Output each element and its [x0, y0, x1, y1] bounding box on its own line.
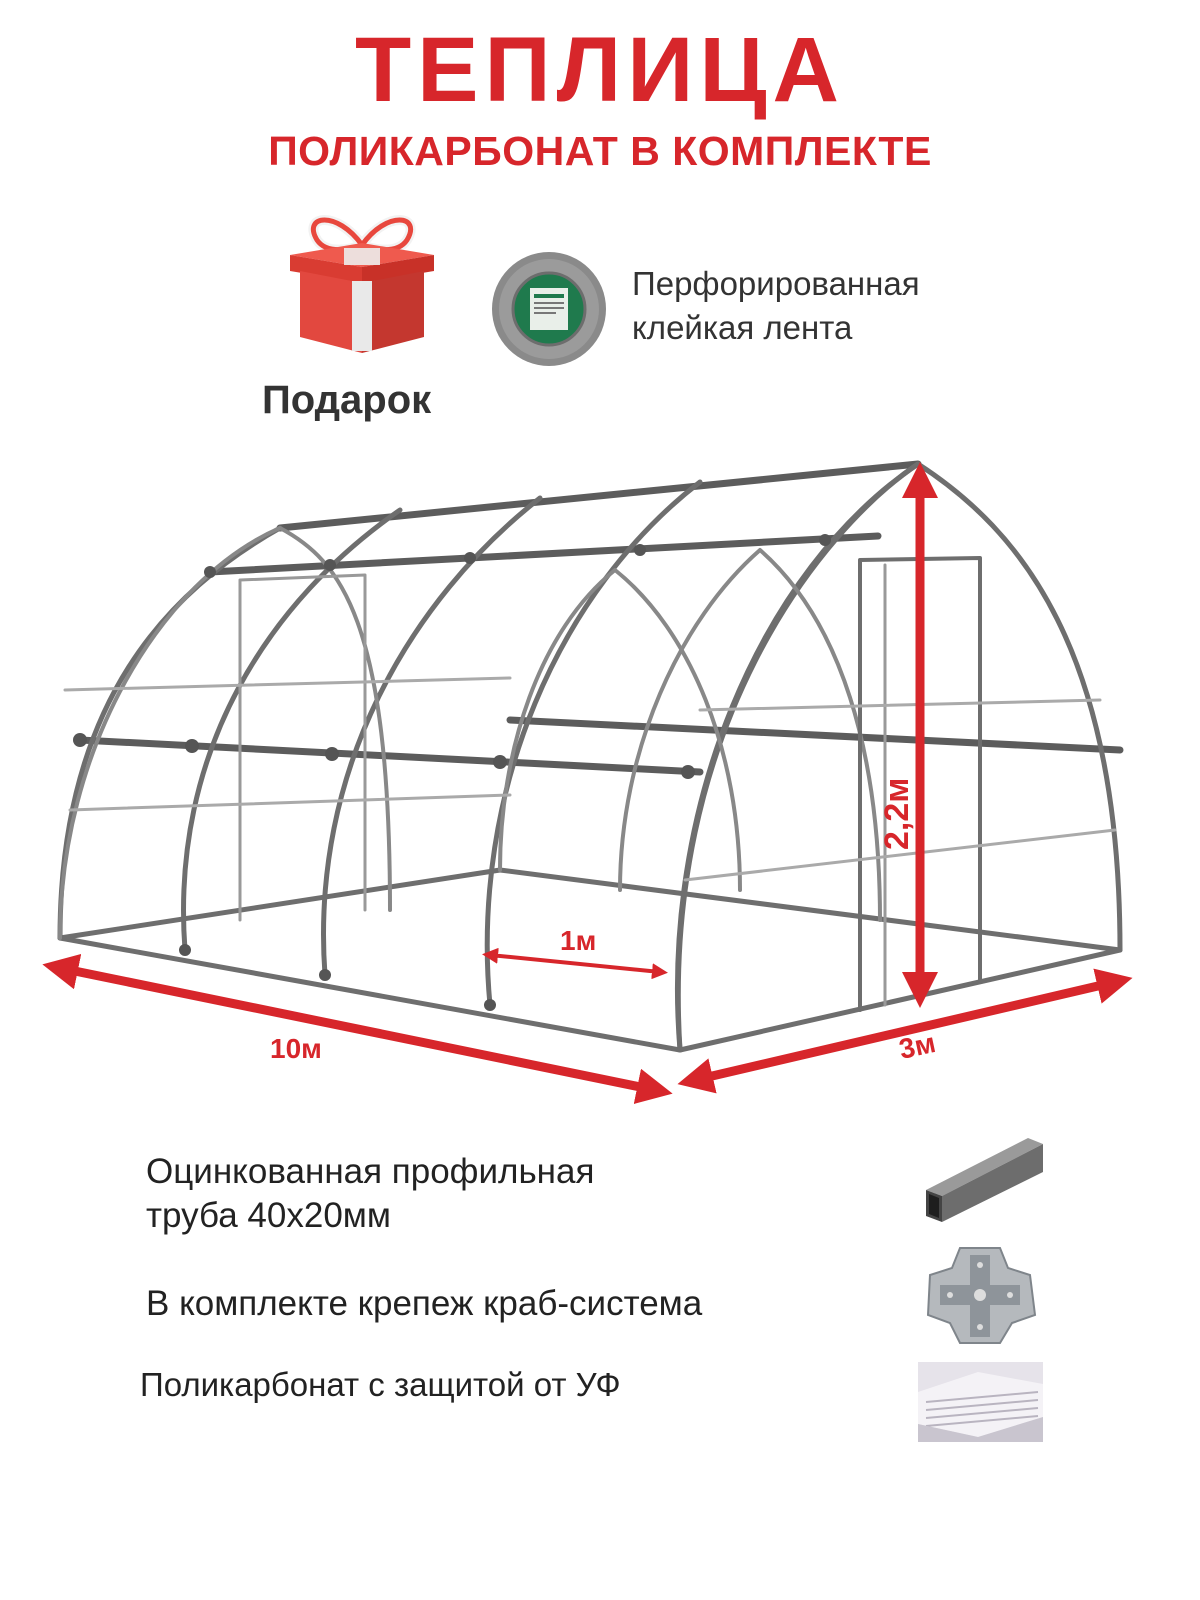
page-title: ТЕПЛИЦА	[354, 19, 845, 121]
tape-label: Перфорированная клейкая лента	[632, 262, 920, 350]
profile-pipe-icon	[926, 1138, 1043, 1222]
tape-label-line1: Перфорированная	[632, 265, 920, 302]
feature-pipe-line2: труба 40х20мм	[146, 1196, 391, 1235]
length-label: 10м	[270, 1033, 322, 1064]
tape-label-line2: клейкая лента	[632, 309, 853, 346]
greenhouse-frame-drawing: 10м 3м 2,2м 1м	[42, 460, 1133, 1105]
crab-connector-icon	[926, 1247, 1037, 1344]
height-label: 2,2м	[878, 778, 916, 850]
feature-pipe: Оцинкованная профильная труба 40х20мм	[146, 1150, 594, 1238]
feature-pipe-line1: Оцинкованная профильная	[146, 1152, 595, 1191]
arc-spacing-label: 1м	[560, 925, 596, 956]
tape-roll-icon	[492, 252, 606, 366]
feature-crab: В комплекте крепеж краб-система	[146, 1284, 703, 1323]
polycarbonate-sheet-icon	[918, 1362, 1043, 1442]
gift-box-icon	[290, 215, 434, 353]
gift-label: Подарок	[262, 378, 432, 422]
page-subtitle: ПОЛИКАРБОНАТ В КОМПЛЕКТЕ	[268, 128, 932, 174]
width-label: 3м	[896, 1027, 938, 1065]
feature-polycarbonate: Поликарбонат с защитой от УФ	[140, 1366, 621, 1403]
